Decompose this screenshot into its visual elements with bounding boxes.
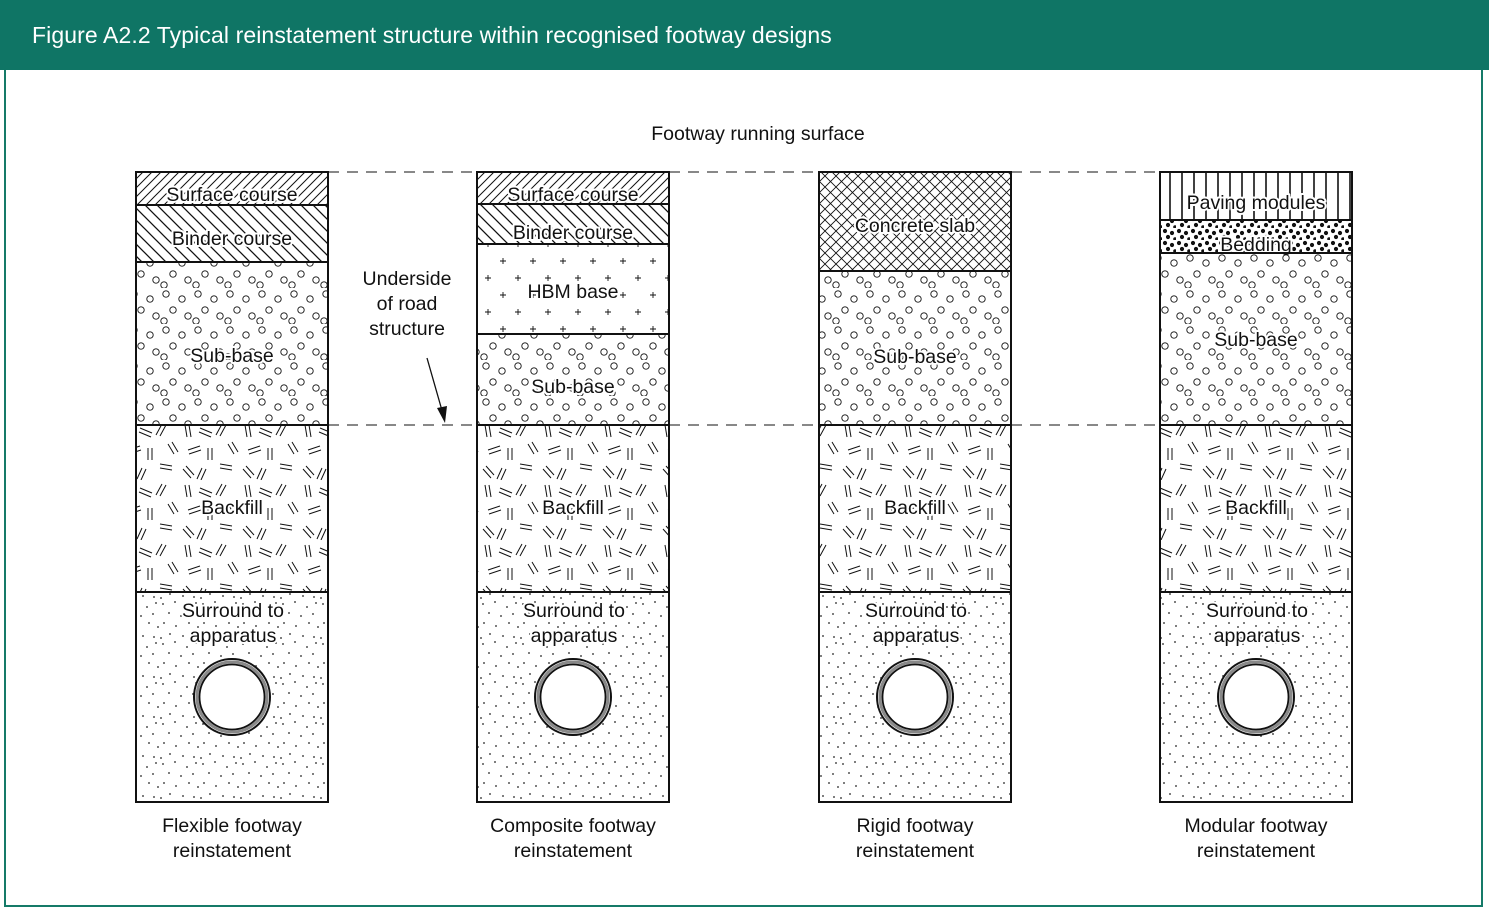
pipe-wall bbox=[1219, 660, 1293, 734]
binder-course-label: Binder course bbox=[513, 222, 633, 244]
arrow-icon bbox=[426, 357, 447, 423]
hbm-base-fill bbox=[476, 243, 670, 335]
layer-surround-to-apparatus: Surround to apparatus bbox=[1159, 591, 1353, 803]
sub-base-label: Sub-base bbox=[190, 345, 273, 367]
column-caption-line2: reinstatement bbox=[173, 840, 292, 862]
surface-course-label: Surface course bbox=[166, 184, 297, 206]
binder-course-label: Binder course bbox=[172, 228, 292, 250]
backfill-label: Backfill bbox=[542, 497, 604, 519]
surround-label-line1: Surround to bbox=[523, 600, 625, 622]
binder-course-fill bbox=[476, 203, 670, 245]
sub-base-fill bbox=[135, 261, 329, 426]
surround-label-line2: apparatus bbox=[531, 625, 618, 647]
pipe-bore bbox=[881, 663, 949, 731]
layer-surface-course: Surface course bbox=[476, 171, 670, 208]
layer-backfill: Backfill bbox=[135, 424, 329, 593]
sub-base-fill bbox=[476, 333, 670, 426]
backfill-fill bbox=[476, 424, 670, 593]
pipe-bore bbox=[198, 663, 266, 731]
hbm-base-label: HBM base bbox=[527, 281, 618, 303]
layer-sub-base: Sub-base bbox=[1159, 252, 1353, 426]
figure-title: Figure A2.2 Typical reinstatement struct… bbox=[32, 22, 832, 48]
surround-label-line1: Surround to bbox=[865, 600, 967, 622]
reference-lines bbox=[328, 171, 1160, 426]
sub-base-fill bbox=[1159, 252, 1353, 426]
pipe-bore bbox=[539, 663, 607, 731]
column-caption-line1: Modular footway bbox=[1184, 815, 1327, 837]
underside-label-line2: of road bbox=[377, 293, 438, 315]
layer-sub-base: Sub-base bbox=[818, 270, 1012, 426]
backfill-fill bbox=[135, 424, 329, 593]
surround-label-line1: Surround to bbox=[182, 600, 284, 622]
sub-base-label: Sub-base bbox=[873, 346, 956, 368]
layer-binder-course: Binder course bbox=[135, 204, 329, 263]
column-caption-line1: Composite footway bbox=[490, 815, 656, 837]
layer-bedding: Bedding bbox=[1159, 219, 1353, 258]
layer-concrete-slab: Concrete slab bbox=[818, 171, 1012, 272]
paving-modules-label: Paving modules bbox=[1187, 192, 1326, 214]
column-caption-line2: reinstatement bbox=[514, 840, 633, 862]
backfill-label: Backfill bbox=[884, 497, 946, 519]
surround-label-line1: Surround to bbox=[1206, 600, 1308, 622]
sub-base-label: Sub-base bbox=[1214, 329, 1297, 351]
layer-backfill: Backfill bbox=[476, 424, 670, 593]
underside-label-line1: Underside bbox=[363, 268, 452, 290]
layer-surround-to-apparatus: Surround to apparatus bbox=[818, 591, 1012, 803]
column-caption-line2: reinstatement bbox=[856, 840, 975, 862]
backfill-label: Backfill bbox=[201, 497, 263, 519]
column-caption-line2: reinstatement bbox=[1197, 840, 1316, 862]
surround-label-line2: apparatus bbox=[1214, 625, 1301, 647]
surround-label-line2: apparatus bbox=[190, 625, 277, 647]
layer-sub-base: Sub-base bbox=[135, 261, 329, 426]
pipe-wall bbox=[878, 660, 952, 734]
layer-backfill: Backfill bbox=[1159, 424, 1353, 593]
column-caption-line1: Flexible footway bbox=[162, 815, 302, 837]
layer-sub-base: Sub-base bbox=[476, 333, 670, 426]
concrete-slab-label: Concrete slab bbox=[855, 215, 975, 237]
figure-header: Figure A2.2 Typical reinstatement struct… bbox=[0, 0, 1489, 70]
surround-label-line2: apparatus bbox=[873, 625, 960, 647]
layer-surround-to-apparatus: Surround to apparatus bbox=[476, 591, 670, 803]
underside-label-line3: structure bbox=[369, 318, 445, 340]
column-caption-line1: Rigid footway bbox=[856, 815, 973, 837]
pipe-wall bbox=[195, 660, 269, 734]
layer-binder-course: Binder course bbox=[476, 203, 670, 246]
backfill-fill bbox=[818, 424, 1012, 593]
surface-course-label: Surface course bbox=[507, 184, 638, 206]
pipe-bore bbox=[1222, 663, 1290, 731]
column-modular: Paving modulesBeddingSub-baseBackfillSur… bbox=[1159, 171, 1353, 862]
binder-course-fill bbox=[135, 204, 329, 263]
layer-backfill: Backfill bbox=[818, 424, 1012, 593]
pipe-wall bbox=[536, 660, 610, 734]
backfill-label: Backfill bbox=[1225, 497, 1287, 519]
surface-course-fill bbox=[476, 171, 670, 205]
running-surface-label: Footway running surface bbox=[651, 123, 865, 145]
layer-surround-to-apparatus: Surround to apparatus bbox=[135, 591, 329, 803]
layer-surface-course: Surface course bbox=[135, 171, 329, 208]
sub-base-label: Sub-base bbox=[531, 376, 614, 398]
bedding-label: Bedding bbox=[1220, 234, 1292, 256]
layer-hbm-base: HBM base bbox=[476, 243, 670, 335]
layer-paving-modules: Paving modules bbox=[1159, 171, 1353, 221]
